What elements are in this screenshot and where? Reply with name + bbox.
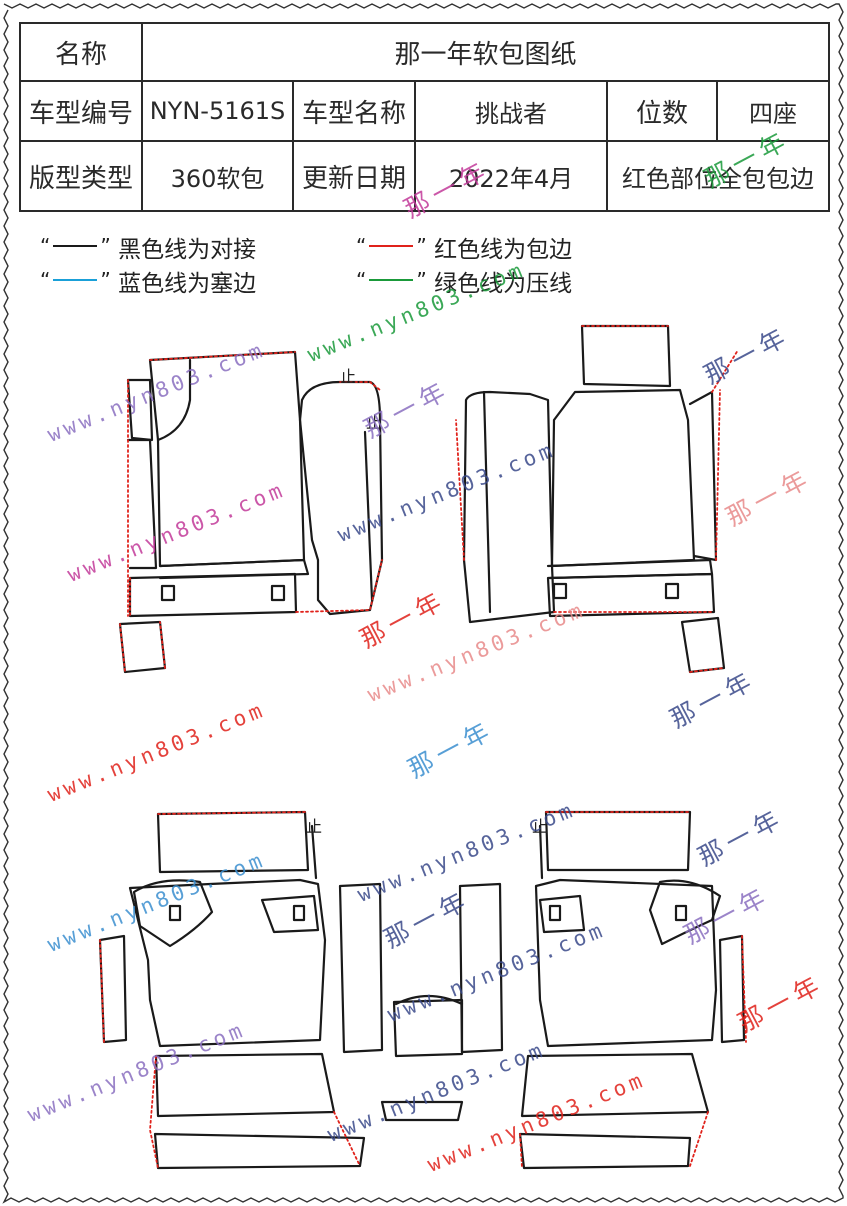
type-label: 版型类型: [19, 140, 143, 212]
legend-item-red: “ ” 红色线为包边: [356, 230, 572, 264]
legend-item-green: “ ” 绿色线为压线: [356, 264, 572, 298]
blue-line-swatch: [53, 278, 98, 281]
stop-mark: 止: [306, 817, 322, 836]
name-value: 那一年软包图纸: [140, 22, 831, 82]
green-line-swatch: [369, 278, 414, 281]
stop-mark: 止: [366, 413, 382, 432]
stop-mark: 止: [340, 367, 356, 386]
legend-label-red: 红色线为包边: [434, 237, 573, 263]
legend-item-blue: “ ” 蓝色线为塞边: [40, 264, 256, 298]
quote-open: “: [40, 234, 51, 258]
quote-close: ”: [416, 268, 427, 292]
quote-close: ”: [416, 234, 427, 258]
rear-center-mat: [380, 994, 464, 1122]
type-value: 360软包: [141, 140, 294, 212]
spec-table: 名称 那一年软包图纸 车型编号 NYN-5161S 车型名称 挑战者 位数 四座…: [19, 22, 831, 212]
quote-close: ”: [100, 234, 111, 258]
legend-label-black: 黑色线为对接: [118, 237, 257, 263]
quote-open: “: [356, 268, 367, 292]
rear-right-mat: [458, 810, 746, 1170]
legend-label-green: 绿色线为压线: [434, 271, 573, 297]
model-code-value: NYN-5161S: [141, 80, 294, 142]
legend-item-black: “ ” 黑色线为对接: [40, 230, 256, 264]
red-line-swatch: [369, 244, 414, 247]
quote-open: “: [356, 234, 367, 258]
black-line-swatch: [53, 244, 98, 247]
name-label: 名称: [19, 22, 143, 82]
update-value: 2022年4月: [414, 140, 608, 212]
update-label: 更新日期: [292, 140, 416, 212]
stop-mark: 止: [532, 817, 548, 836]
model-code-label: 车型编号: [19, 80, 143, 142]
model-name-label: 车型名称: [292, 80, 416, 142]
quote-close: ”: [100, 268, 111, 292]
model-name-value: 挑战者: [414, 80, 608, 142]
legend-label-blue: 蓝色线为塞边: [118, 271, 257, 297]
quote-open: “: [40, 268, 51, 292]
seats-value: 四座: [715, 80, 831, 142]
seats-label: 位数: [606, 80, 718, 142]
note-value: 红色部位全包包边: [605, 140, 831, 212]
front-right-mat: [462, 324, 726, 674]
